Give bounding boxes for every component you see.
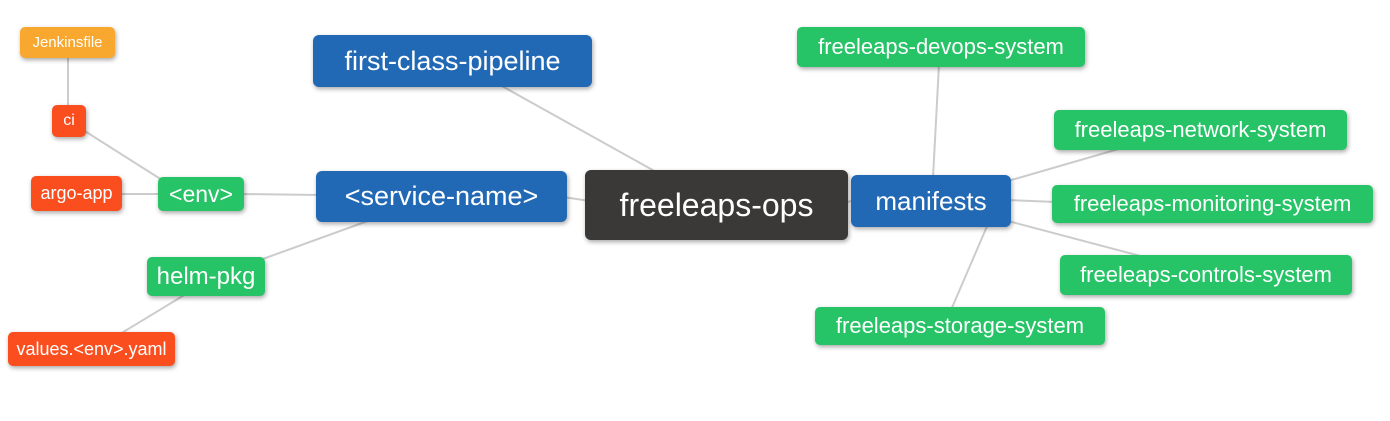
edge-manifests-devops-system [932,63,940,179]
node-freeleaps-controls-system[interactable]: freeleaps-controls-system [1060,255,1352,295]
node-argo-app[interactable]: argo-app [31,176,122,211]
node-ci[interactable]: ci [52,105,86,137]
edge-ci-env [79,127,171,186]
edge-values-helm-pkg [119,293,187,335]
node-helm-pkg[interactable]: helm-pkg [147,257,265,296]
node-freeleaps-devops-system[interactable]: freeleaps-devops-system [797,27,1085,67]
node-first-class-pipeline[interactable]: first-class-pipeline [313,35,592,87]
node-freeleaps-storage-system[interactable]: freeleaps-storage-system [815,307,1105,345]
node-freeleaps-ops-root[interactable]: freeleaps-ops [585,170,848,240]
node-freeleaps-monitoring-system[interactable]: freeleaps-monitoring-system [1052,185,1373,223]
node-values-env-yaml[interactable]: values.<env>.yaml [8,332,175,366]
node-jenkinsfile[interactable]: Jenkinsfile [20,27,115,58]
edge-manifests-controls-system [1007,220,1149,259]
edge-helm-pkg-service-name [259,217,377,261]
node-manifests[interactable]: manifests [851,175,1011,227]
edge-manifests-storage-system [950,223,989,311]
edge-manifests-network-system [1007,147,1123,182]
node-env[interactable]: <env> [158,177,244,211]
edge-first-class-pipeline-root [499,84,659,174]
edge-env-service-name [239,193,321,196]
node-freeleaps-network-system[interactable]: freeleaps-network-system [1054,110,1347,150]
edge-manifests-monitoring-system [1007,199,1057,203]
node-service-name[interactable]: <service-name> [316,171,567,222]
